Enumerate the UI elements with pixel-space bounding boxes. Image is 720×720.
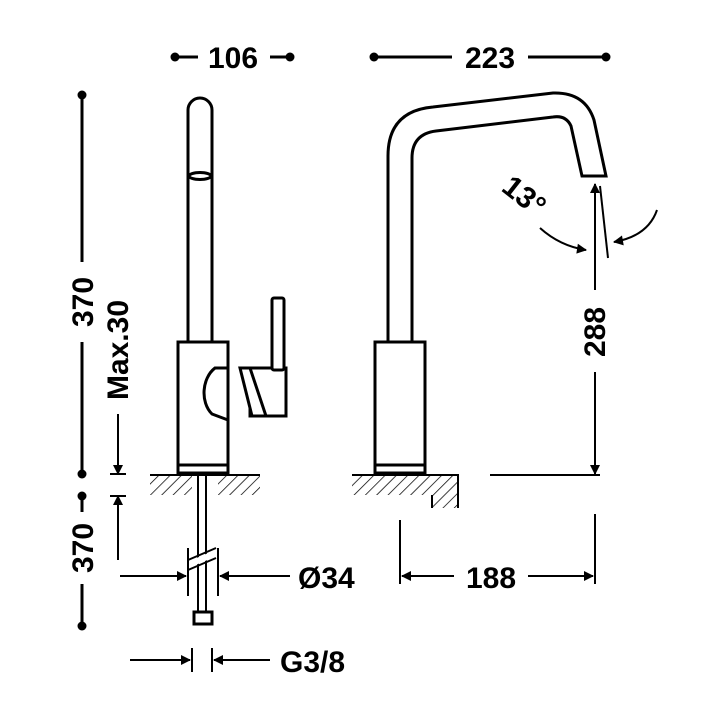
front-lever-hub	[202, 366, 230, 423]
label-hose-length: 370	[67, 523, 100, 573]
dimension-labels: 106 223 370 Max.30 370 13° 288 Ø34 188 G…	[67, 42, 612, 679]
side-base-ring	[373, 463, 427, 475]
label-max-counter: Max.30	[102, 300, 135, 400]
label-total-height: 370	[67, 277, 100, 327]
side-view	[352, 91, 608, 508]
label-connection-thread: G3/8	[280, 646, 345, 679]
label-spout-reach: 188	[466, 562, 516, 595]
front-counter-left	[150, 475, 192, 495]
front-spout-tube	[186, 96, 214, 344]
label-front-width: 106	[208, 42, 258, 75]
label-side-width: 223	[465, 42, 515, 75]
front-base-ring	[176, 463, 230, 475]
front-lever-handle	[270, 296, 286, 372]
front-view	[150, 96, 288, 626]
side-counter	[352, 475, 458, 508]
front-lever-side	[238, 366, 269, 418]
label-spout-angle: 13°	[496, 170, 552, 224]
front-connector	[192, 610, 214, 626]
side-spout	[386, 91, 608, 344]
side-base-body	[373, 340, 427, 467]
label-hole-diameter: Ø34	[298, 562, 355, 595]
front-counter-right	[218, 475, 260, 495]
dimension-lines	[77, 52, 658, 672]
front-aerator	[187, 171, 213, 181]
label-spout-height: 288	[579, 307, 612, 357]
